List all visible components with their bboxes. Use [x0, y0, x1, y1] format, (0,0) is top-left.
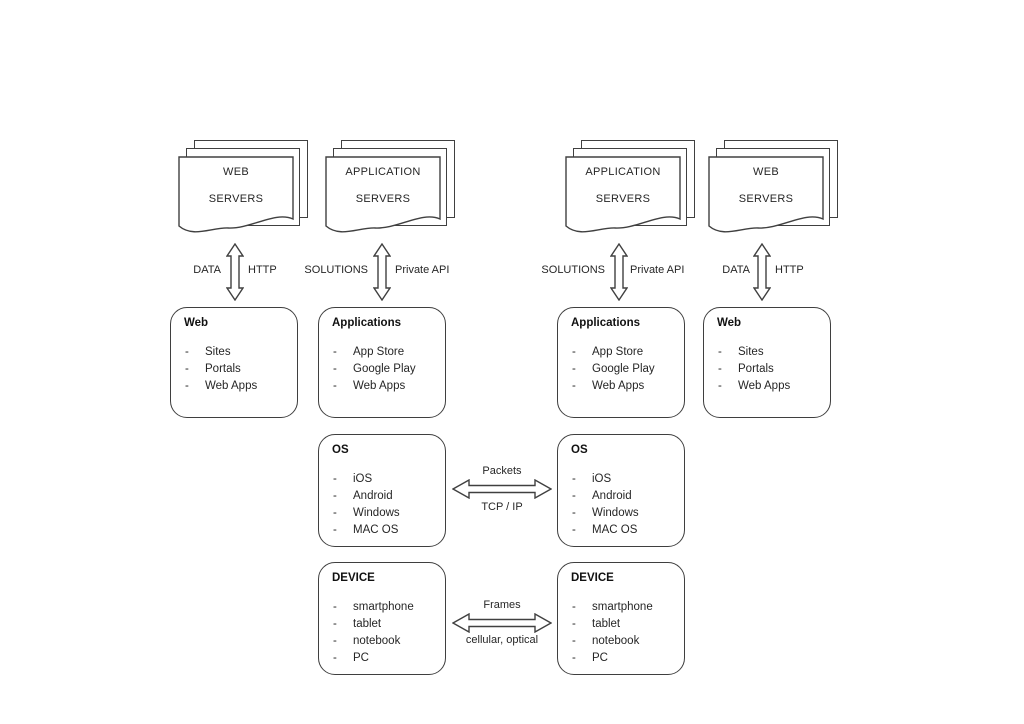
card-list-item: Portals	[184, 361, 297, 378]
card-list-item: App Store	[571, 344, 684, 361]
card-list-item: iOS	[332, 471, 445, 488]
card-list: Sites Portals Web Apps	[717, 344, 830, 395]
card-list-item: tablet	[571, 616, 684, 633]
stack-label: WEB SERVERS	[708, 156, 824, 205]
link-label-private-api-left: Private API	[395, 264, 450, 276]
card-os-right: OS iOS Android Windows MAC OS	[557, 434, 685, 547]
link-label-http-right: HTTP	[775, 264, 804, 276]
card-os-left: OS iOS Android Windows MAC OS	[318, 434, 446, 547]
link-label-solutions-left: SOLUTIONS	[304, 264, 368, 276]
card-list-item: smartphone	[332, 599, 445, 616]
card-list-item: iOS	[571, 471, 684, 488]
link-label-data-left: DATA	[193, 264, 221, 276]
card-applications-left: Applications App Store Google Play Web A…	[318, 307, 446, 418]
card-list-item: Android	[332, 488, 445, 505]
card-list-item: Portals	[717, 361, 830, 378]
link-label-frames: Frames	[483, 599, 521, 611]
card-title: Web	[184, 317, 209, 329]
card-web-right: Web Sites Portals Web Apps	[703, 307, 831, 418]
card-list: iOS Android Windows MAC OS	[571, 471, 684, 539]
stack-label: WEB SERVERS	[178, 156, 294, 205]
server-stack-web-left: WEB SERVERS	[178, 140, 312, 244]
stack-label-line2: SERVERS	[738, 193, 794, 205]
stack-label-line2: SERVERS	[355, 193, 411, 205]
double-arrow-vertical-icon	[373, 243, 391, 301]
link-label-private-api-right: Private API	[630, 264, 685, 276]
stack-label-line1: APPLICATION	[345, 166, 421, 178]
server-stack-web-right: WEB SERVERS	[708, 140, 842, 244]
document-front-page-icon	[708, 156, 824, 233]
stack-label-line2: SERVERS	[208, 193, 264, 205]
card-device-left: DEVICE smartphone tablet notebook PC	[318, 562, 446, 675]
card-list-item: App Store	[332, 344, 445, 361]
link-label-cellular-optical: cellular, optical	[465, 634, 539, 646]
card-list-item: Web Apps	[184, 378, 297, 395]
card-list-item: Android	[571, 488, 684, 505]
card-list-item: MAC OS	[332, 522, 445, 539]
card-list-item: Windows	[571, 505, 684, 522]
card-title: Applications	[332, 317, 402, 329]
card-list-item: PC	[332, 650, 445, 667]
card-list: App Store Google Play Web Apps	[332, 344, 445, 395]
card-list-item: Sites	[184, 344, 297, 361]
link-label-data-right: DATA	[722, 264, 750, 276]
card-list-item: Sites	[717, 344, 830, 361]
card-list: Sites Portals Web Apps	[184, 344, 297, 395]
card-applications-right: Applications App Store Google Play Web A…	[557, 307, 685, 418]
card-list-item: Windows	[332, 505, 445, 522]
card-title: Applications	[571, 317, 641, 329]
double-arrow-vertical-icon	[226, 243, 244, 301]
link-label-packets: Packets	[482, 465, 522, 477]
stack-label: APPLICATION SERVERS	[325, 156, 441, 205]
card-title: DEVICE	[332, 572, 375, 584]
stack-label-line2: SERVERS	[595, 193, 651, 205]
card-web-left: Web Sites Portals Web Apps	[170, 307, 298, 418]
link-label-tcp-ip: TCP / IP	[481, 501, 523, 513]
server-stack-application-right: APPLICATION SERVERS	[565, 140, 699, 244]
stack-label: APPLICATION SERVERS	[565, 156, 681, 205]
card-list-item: Google Play	[571, 361, 684, 378]
card-list-item: Google Play	[332, 361, 445, 378]
stack-label-line1: APPLICATION	[585, 166, 661, 178]
stack-label-line1: WEB	[753, 166, 779, 178]
link-label-http-left: HTTP	[248, 264, 277, 276]
server-stack-application-left: APPLICATION SERVERS	[325, 140, 459, 244]
document-front-page-icon	[325, 156, 441, 233]
card-list-item: Web Apps	[332, 378, 445, 395]
card-list-item: PC	[571, 650, 684, 667]
card-title: OS	[571, 444, 588, 456]
double-arrow-horizontal-icon	[452, 613, 552, 633]
double-arrow-vertical-icon	[753, 243, 771, 301]
double-arrow-vertical-icon	[610, 243, 628, 301]
card-list: smartphone tablet notebook PC	[571, 599, 684, 667]
double-arrow-horizontal-icon	[452, 479, 552, 499]
card-list: smartphone tablet notebook PC	[332, 599, 445, 667]
card-list: App Store Google Play Web Apps	[571, 344, 684, 395]
card-list-item: MAC OS	[571, 522, 684, 539]
card-title: DEVICE	[571, 572, 614, 584]
document-front-page-icon	[178, 156, 294, 233]
card-list-item: Web Apps	[717, 378, 830, 395]
card-title: OS	[332, 444, 349, 456]
card-device-right: DEVICE smartphone tablet notebook PC	[557, 562, 685, 675]
link-label-solutions-right: SOLUTIONS	[541, 264, 605, 276]
card-list: iOS Android Windows MAC OS	[332, 471, 445, 539]
card-list-item: notebook	[332, 633, 445, 650]
document-front-page-icon	[565, 156, 681, 233]
card-title: Web	[717, 317, 742, 329]
stack-label-line1: WEB	[223, 166, 249, 178]
card-list-item: Web Apps	[571, 378, 684, 395]
card-list-item: smartphone	[571, 599, 684, 616]
card-list-item: notebook	[571, 633, 684, 650]
card-list-item: tablet	[332, 616, 445, 633]
